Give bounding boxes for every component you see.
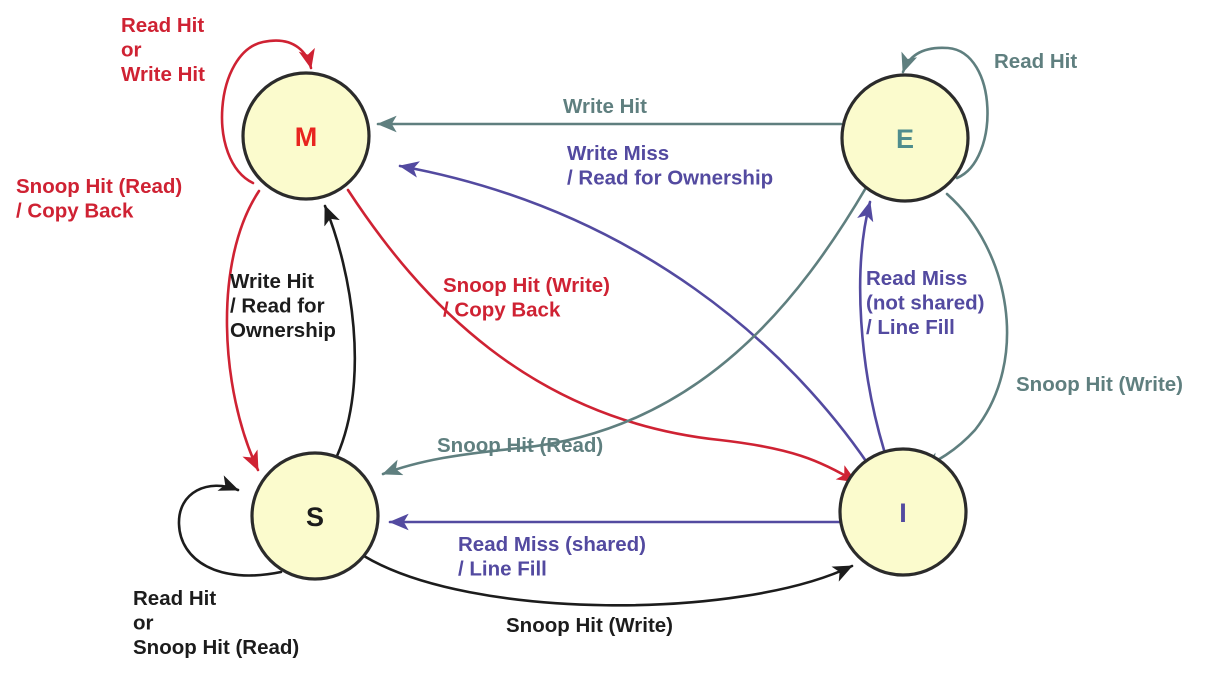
edge-label-i-to-s-read-miss: Read Miss (shared)/ Line Fill <box>458 533 646 581</box>
edge-s-self-loop <box>177 475 283 577</box>
edge-i-to-m-write-miss <box>398 161 870 466</box>
state-node-S[interactable]: S <box>250 451 380 581</box>
state-node-M[interactable]: M <box>241 71 371 201</box>
edge-label-e-to-s-snoop-read: Snoop Hit (Read) <box>437 434 603 457</box>
edge-m-self-loop <box>220 39 315 185</box>
state-circle-M[interactable] <box>241 71 371 201</box>
state-circle-E[interactable] <box>840 73 970 203</box>
edge-e-to-i-snoop-write <box>920 192 1009 470</box>
edge-e-to-s-snoop-read <box>381 184 869 476</box>
state-circle-S[interactable] <box>250 451 380 581</box>
edge-label-i-to-e-read-miss: Read Miss(not shared)/ Line Fill <box>866 267 984 339</box>
edge-label-s-to-i-snoop-write: Snoop Hit (Write) <box>506 614 673 637</box>
edge-label-i-to-m-write-miss: Write Miss/ Read for Ownership <box>567 142 773 190</box>
state-label-I: I <box>899 498 907 528</box>
edge-i-to-e-read-miss <box>857 200 886 452</box>
state-node-I[interactable]: I <box>838 447 968 577</box>
edge-label-e-to-i-snoop-write: Snoop Hit (Write) <box>1016 373 1183 396</box>
edge-e-self-loop <box>901 46 989 180</box>
state-label-M: M <box>295 122 318 152</box>
edge-s-to-m-write-hit <box>323 204 357 458</box>
edge-label-e-self-loop: Read Hit <box>994 50 1077 73</box>
state-node-E[interactable]: E <box>840 73 970 203</box>
state-circle-I[interactable] <box>838 447 968 577</box>
edge-m-to-s-snoop-read <box>225 189 261 472</box>
state-label-S: S <box>306 502 324 532</box>
edge-label-m-to-i-snoop-write: Snoop Hit (Write)/ Copy Back <box>443 274 610 322</box>
edge-s-to-i-snoop-write <box>362 554 854 607</box>
state-label-E: E <box>896 124 914 154</box>
edge-label-e-to-m-write-hit: Write Hit <box>563 95 647 118</box>
edge-label-m-to-s-snoop-read: Snoop Hit (Read)/ Copy Back <box>16 175 182 223</box>
